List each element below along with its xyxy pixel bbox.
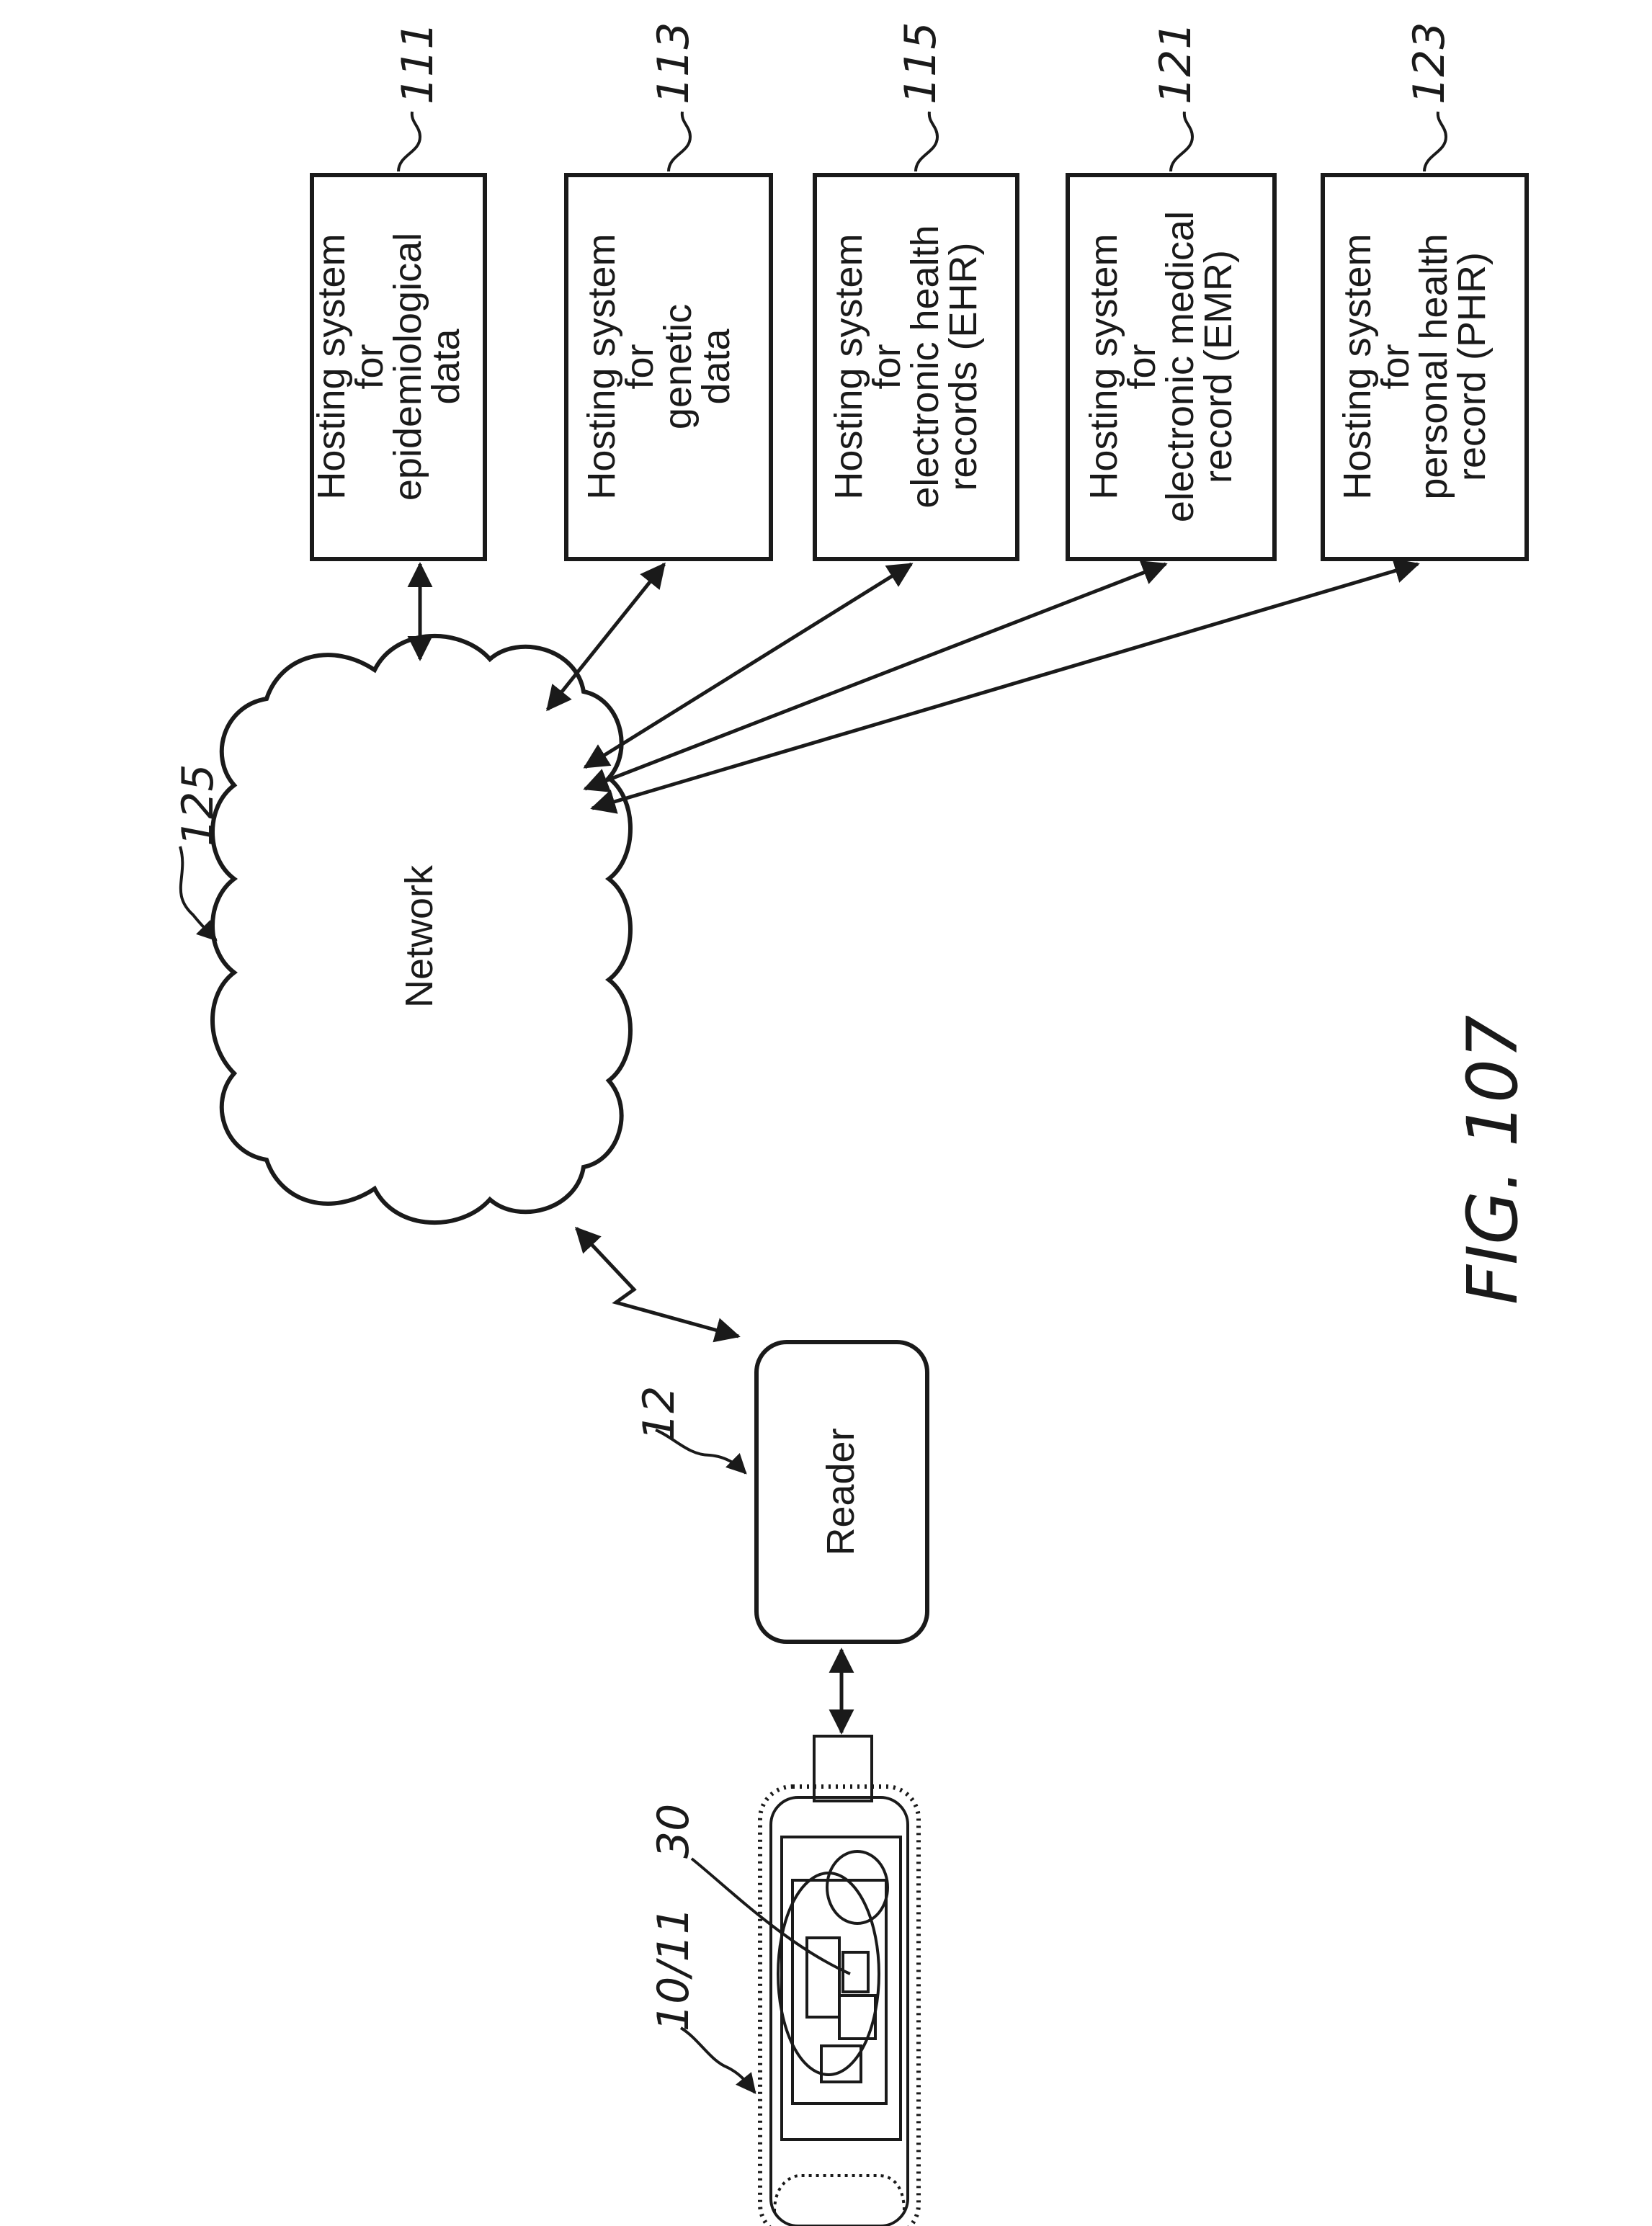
box-line: record (PHR) xyxy=(1450,252,1494,481)
ref-115-label: 115 xyxy=(896,22,946,171)
leader-12 xyxy=(656,1430,746,1473)
ref-113: 113 xyxy=(648,22,699,104)
box-line: Hosting system xyxy=(310,233,353,499)
ref-115: 115 xyxy=(896,22,946,104)
leader-111 xyxy=(398,112,420,171)
hosting-box-epidemiological: Hosting system for epidemiological data xyxy=(310,175,485,559)
ref-123-label: 123 xyxy=(1404,22,1455,171)
hosting-box-ehr: Hosting system for electronic health rec… xyxy=(815,175,1017,559)
box-line: personal health xyxy=(1412,233,1455,499)
ref-30: 30 xyxy=(648,1804,699,1859)
ref-111-label: 111 xyxy=(393,22,443,171)
box-line: genetic xyxy=(656,304,700,429)
network-cloud: Network xyxy=(213,636,630,1222)
hosting-box-emr: Hosting system for electronic medical re… xyxy=(1068,175,1274,559)
box-line: record (EMR) xyxy=(1197,250,1240,483)
test-cartridge xyxy=(760,1736,919,2226)
leader-115 xyxy=(916,112,937,171)
box-line: for xyxy=(865,344,908,389)
wireless-link-icon xyxy=(576,1228,738,1336)
box-line: for xyxy=(1120,344,1164,389)
leader-113 xyxy=(669,112,690,171)
ref-123: 123 xyxy=(1404,22,1455,104)
box-line: records (EHR) xyxy=(942,242,985,491)
box-line: epidemiological xyxy=(386,233,429,501)
box-line: for xyxy=(618,344,661,389)
ref-10-11-label: 10/11 xyxy=(648,1907,755,2093)
leader-10-11 xyxy=(681,2028,755,2093)
arrow-network-emr xyxy=(585,564,1166,789)
box-line: Hosting system xyxy=(1336,233,1379,499)
box-line: Hosting system xyxy=(580,233,623,499)
arrow-network-ehr xyxy=(585,564,911,767)
ref-121-label: 121 xyxy=(1151,22,1201,171)
box-line: data xyxy=(424,328,468,404)
figure-label: FIG. 107 xyxy=(1452,1015,1533,1305)
box-line: for xyxy=(1374,344,1417,389)
arrow-network-genetic xyxy=(548,564,664,710)
reader-device: Reader xyxy=(756,1342,927,1642)
reader-label: Reader xyxy=(819,1428,862,1555)
box-line: electronic health xyxy=(903,225,947,508)
box-line: Hosting system xyxy=(1082,233,1125,499)
box-line: data xyxy=(695,328,738,404)
box-line: electronic medical xyxy=(1158,211,1202,522)
ref-10-11: 10/11 xyxy=(648,1907,699,2031)
leader-123 xyxy=(1424,112,1446,171)
leader-121 xyxy=(1171,112,1192,171)
ref-113-label: 113 xyxy=(648,22,699,171)
box-line: Hosting system xyxy=(827,233,870,499)
ref-125: 125 xyxy=(173,764,223,846)
box-line: for xyxy=(348,344,391,389)
hosting-box-genetic: Hosting system for genetic data xyxy=(566,175,771,559)
ref-12-label: 12 xyxy=(634,1386,746,1473)
hosting-box-phr: Hosting system for personal health recor… xyxy=(1323,175,1527,559)
ref-111: 111 xyxy=(393,22,443,104)
ref-121: 121 xyxy=(1151,22,1201,104)
network-label: Network xyxy=(398,864,441,1008)
